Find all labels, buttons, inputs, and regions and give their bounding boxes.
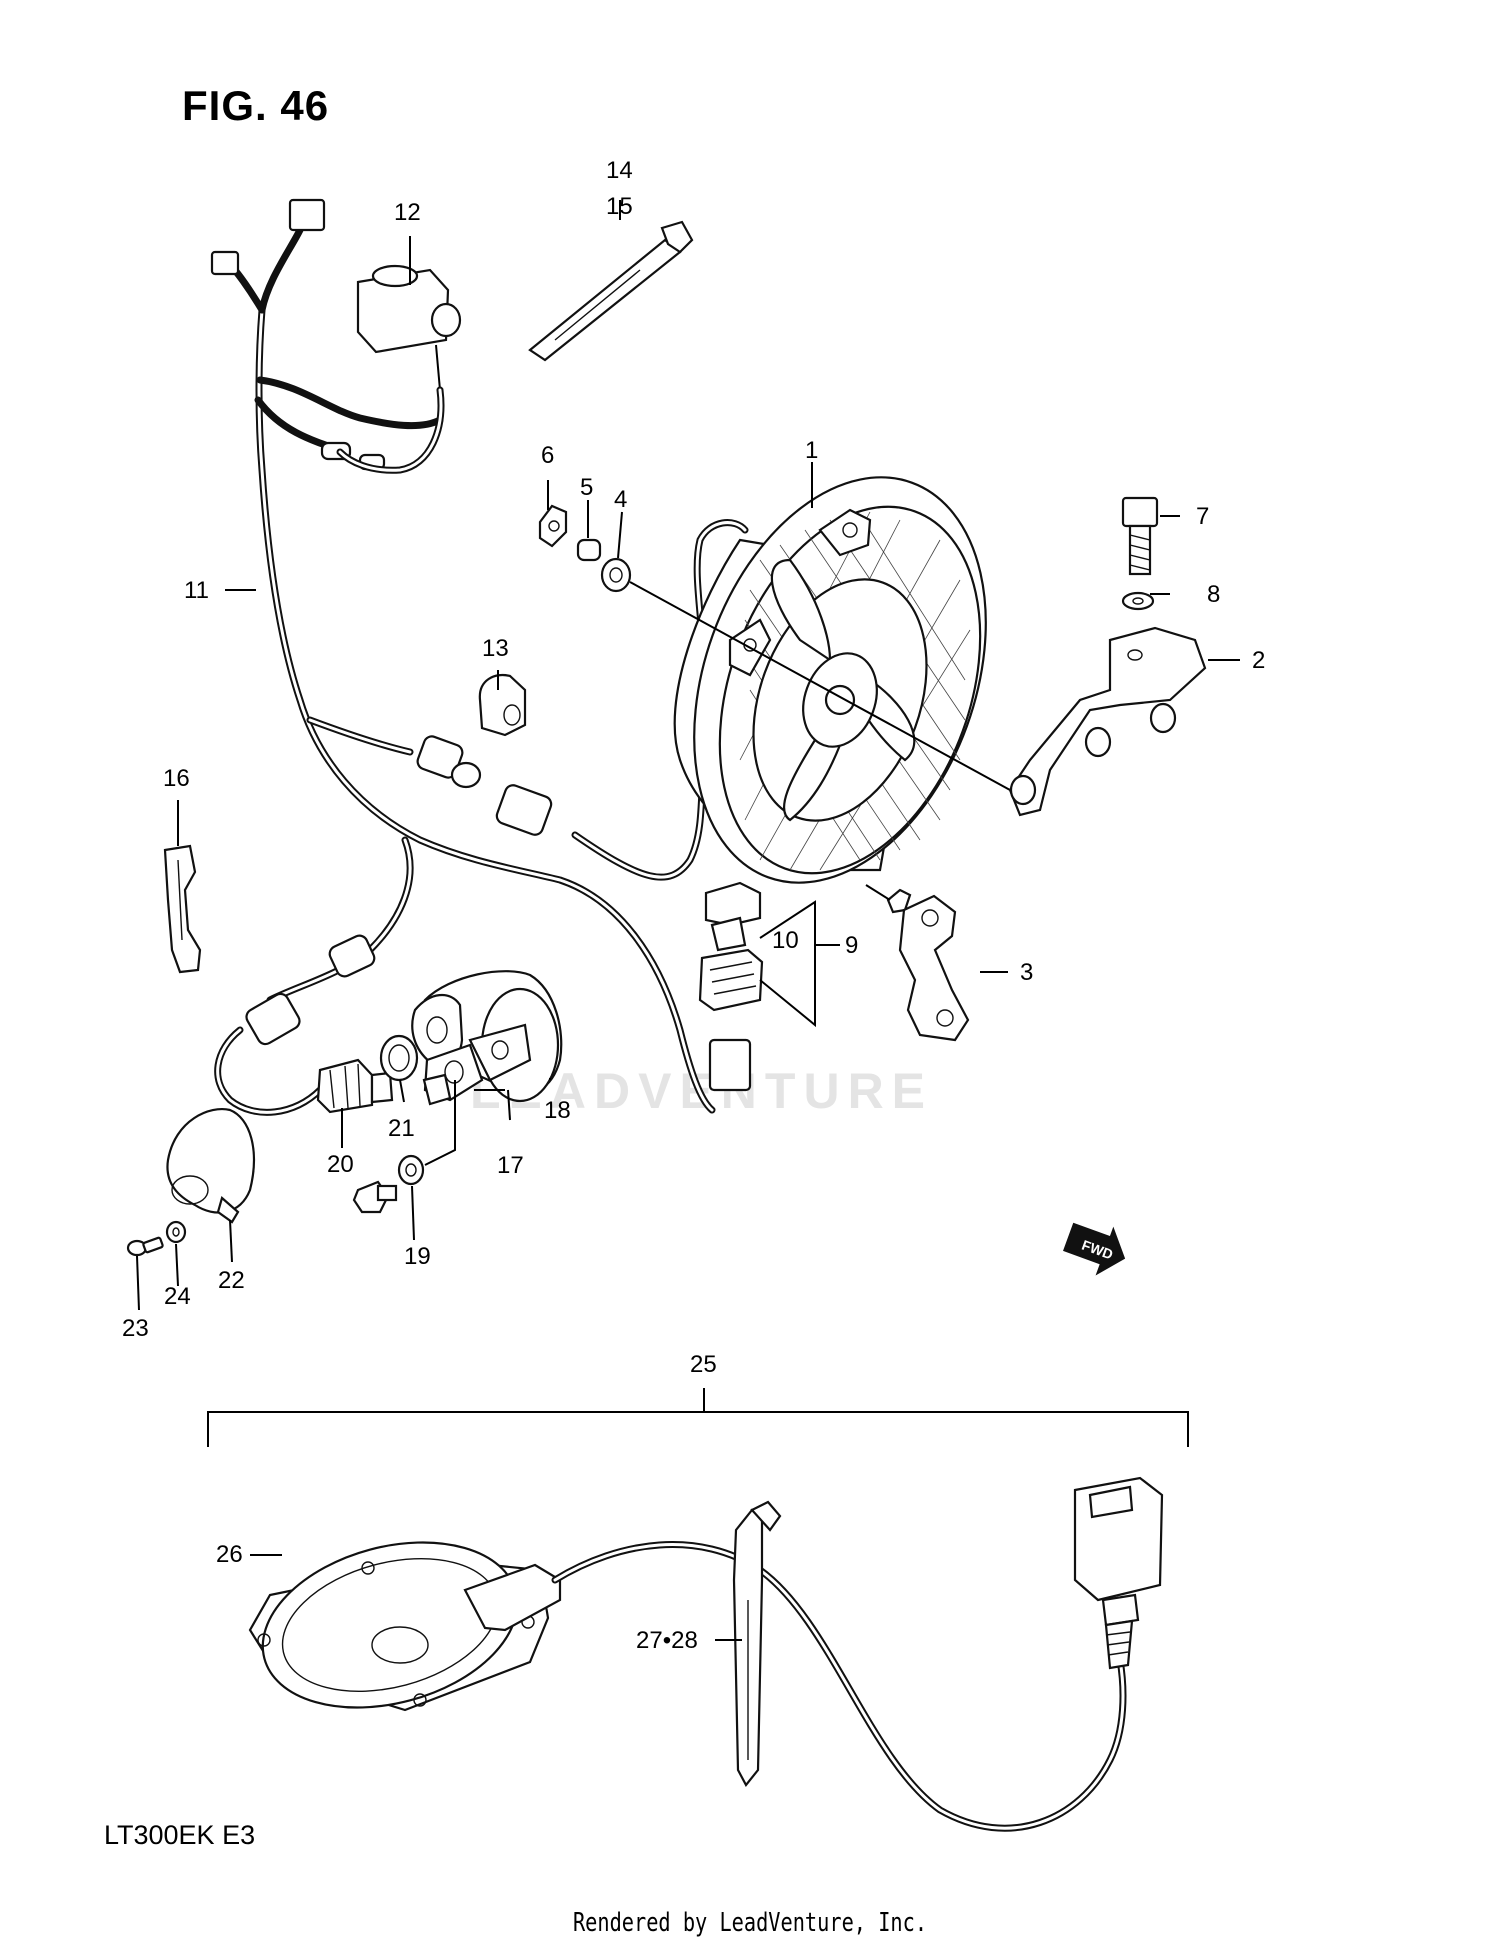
part-21-gasket bbox=[379, 1034, 419, 1082]
part-26-sender-unit bbox=[248, 1541, 1127, 1832]
part-13-cap bbox=[478, 673, 527, 737]
part-16-strap bbox=[163, 844, 202, 974]
callout-17: 17 bbox=[497, 1152, 524, 1179]
callout-16: 16 bbox=[163, 765, 190, 792]
leader-lines bbox=[136, 200, 1240, 1641]
part-23-screw bbox=[126, 1236, 164, 1257]
callout-3: 3 bbox=[1020, 959, 1033, 986]
callout-18: 18 bbox=[544, 1097, 571, 1124]
callout-21: 21 bbox=[388, 1115, 415, 1142]
callout-14: 14 bbox=[606, 157, 633, 184]
callout-24: 24 bbox=[164, 1283, 191, 1310]
part-27-28-clamp-band bbox=[732, 1500, 782, 1787]
assembly-25-bracket bbox=[207, 1388, 1189, 1447]
callout-6: 6 bbox=[541, 442, 554, 469]
callout-5: 5 bbox=[580, 474, 593, 501]
model-code: LT300EK E3 bbox=[104, 1820, 256, 1850]
cable-end-coupler bbox=[1073, 1476, 1164, 1670]
part-7-bolt bbox=[1121, 496, 1159, 576]
part-19-bolt bbox=[352, 1154, 425, 1214]
part-6-clip bbox=[538, 504, 568, 548]
callout-8: 8 bbox=[1207, 581, 1220, 608]
part-12-relay bbox=[336, 264, 462, 474]
callout-20: 20 bbox=[327, 1151, 354, 1178]
callout-23: 23 bbox=[122, 1315, 149, 1342]
footer-credit: Rendered by LeadVenture, Inc. bbox=[572, 1908, 928, 1938]
wiring-harness bbox=[210, 198, 752, 1116]
callout-12: 12 bbox=[394, 199, 421, 226]
callout-2: 2 bbox=[1252, 647, 1265, 674]
part-14-15-clamp-band bbox=[528, 220, 694, 362]
figure-title: FIG. 46 bbox=[182, 82, 330, 129]
part-24-washer bbox=[165, 1220, 187, 1244]
callout-27-28: 27•28 bbox=[636, 1627, 698, 1654]
callout-4: 4 bbox=[614, 486, 627, 513]
part-20-temperature-switch bbox=[316, 1058, 394, 1114]
part-8-washer bbox=[1121, 591, 1155, 611]
part-4-grommet bbox=[600, 557, 632, 593]
callout-10: 10 bbox=[772, 927, 799, 954]
part-3-bracket bbox=[865, 884, 970, 1042]
part-5-collar bbox=[576, 538, 602, 562]
fwd-arrow: FWD bbox=[1063, 1222, 1126, 1276]
callout-26: 26 bbox=[216, 1541, 243, 1568]
part-1-cooling-fan bbox=[629, 476, 1011, 884]
callout-15: 15 bbox=[606, 193, 633, 220]
callout-22: 22 bbox=[218, 1267, 245, 1294]
part-17-bracket-line bbox=[424, 1080, 505, 1166]
callout-13: 13 bbox=[482, 635, 509, 662]
callout-7: 7 bbox=[1196, 503, 1209, 530]
part-18-housing bbox=[411, 970, 563, 1106]
part-22-cover bbox=[166, 1108, 255, 1224]
callouts: 1 2 3 4 5 6 7 8 9 10 11 12 13 14 15 16 1… bbox=[122, 157, 1265, 1654]
callout-11: 11 bbox=[184, 577, 209, 604]
part-2-bracket bbox=[1008, 626, 1207, 817]
callout-19: 19 bbox=[404, 1243, 431, 1270]
callout-9: 9 bbox=[845, 932, 858, 959]
part-9-10-couplers bbox=[698, 881, 764, 1012]
callout-25: 25 bbox=[690, 1351, 717, 1378]
callout-1: 1 bbox=[805, 437, 818, 464]
